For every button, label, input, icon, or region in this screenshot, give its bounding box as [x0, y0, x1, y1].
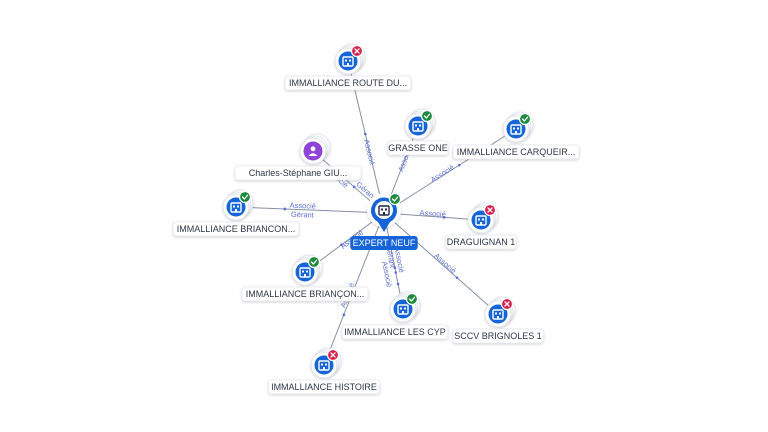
edge-arrow-icon [352, 185, 356, 189]
node-route-du[interactable]: IMMALLIANCE ROUTE DU... [284, 43, 412, 91]
node-label-box [387, 140, 449, 156]
node-label: IMMALLIANCE HISTOIRE [271, 382, 377, 392]
edge-arrow-icon [442, 216, 446, 219]
node-label: Charles-Stéphane GIU... [249, 168, 348, 178]
edge-arrow-icon [340, 243, 343, 247]
node-label-box [268, 379, 380, 395]
node-charles[interactable]: Charles-Stéphane GIU... [234, 133, 362, 181]
center-node[interactable]: EXPERT NEUF [350, 192, 418, 250]
edge-arrow-icon [283, 207, 287, 211]
node-briancon-1[interactable]: IMMALLIANCE BRIANCON... [172, 189, 300, 237]
check-badge-icon [307, 255, 321, 269]
edge-label: Associé [429, 163, 456, 185]
node-label: IMMALLIANCE BRIANÇON... [246, 289, 365, 299]
building-icon [230, 202, 242, 213]
check-badge-icon [518, 112, 532, 126]
building-icon [412, 121, 424, 132]
center-label: EXPERT NEUF [353, 238, 416, 248]
edge-label: Associé [362, 138, 377, 166]
node-label: SCCV BRIGNOLES 1 [454, 331, 542, 341]
node-draguignan[interactable]: DRAGUIGNAN 1 [445, 202, 517, 250]
check-badge-icon [420, 109, 434, 123]
check-badge-icon [238, 190, 252, 204]
building-icon [299, 267, 311, 278]
edge-arrow-icon [455, 276, 459, 279]
check-badge-icon [388, 192, 402, 206]
check-badge-icon [405, 292, 419, 306]
building-icon [510, 124, 522, 135]
node-label-box [284, 75, 412, 91]
building-icon [492, 309, 504, 320]
building-icon [397, 304, 409, 315]
edge-line [383, 212, 499, 315]
center-label-box [350, 236, 418, 250]
node-les-cyp[interactable]: IMMALLIANCE LES CYP [341, 291, 449, 340]
edge-arrow-icon [457, 163, 461, 167]
edge-arrow-icon [394, 271, 398, 274]
node-label: DRAGUIGNAN 1 [447, 237, 516, 247]
cross-badge-icon [483, 203, 497, 217]
edge-label: Associé [432, 251, 458, 275]
node-label-box [172, 221, 300, 237]
building-icon [342, 56, 354, 67]
node-briancon-2[interactable]: IMMALLIANCE BRIANÇON... [241, 254, 369, 302]
edge-label: Gérant [291, 210, 315, 220]
node-sccv-brignoles[interactable]: SCCV BRIGNOLES 1 [452, 296, 544, 344]
building-icon [475, 215, 487, 226]
edge-line [383, 128, 517, 214]
edge-arrow-icon [363, 132, 367, 136]
person-icon [308, 146, 318, 156]
edge-label: Associé [289, 201, 316, 211]
node-carqueir[interactable]: IMMALLIANCE CARQUEIR... [452, 111, 580, 160]
node-label-box [234, 165, 362, 181]
node-label: IMMALLIANCE ROUTE DU... [289, 78, 407, 88]
node-label-box [452, 144, 580, 160]
edge-arrow-icon [342, 313, 346, 317]
edge-line [383, 212, 404, 310]
node-label-box [452, 328, 544, 344]
nodes-layer: IMMALLIANCE ROUTE DU... GRASSE ONE IMMALLI… [172, 43, 580, 395]
cross-badge-icon [500, 297, 514, 311]
node-histoire[interactable]: IMMALLIANCE HISTOIRE [268, 347, 380, 395]
edge-arrow-icon [393, 266, 397, 270]
node-grasse-one[interactable]: GRASSE ONE [387, 108, 449, 156]
node-label-box [445, 234, 517, 250]
building-icon [378, 205, 390, 216]
edge-label: Associé [419, 208, 446, 219]
cross-badge-icon [350, 44, 364, 58]
building-icon [318, 360, 330, 371]
node-label: IMMALLIANCE BRIANCON... [177, 224, 296, 234]
node-label: GRASSE ONE [388, 143, 448, 153]
node-label: IMMALLIANCE LES CYP [344, 327, 446, 337]
node-label-box [341, 324, 449, 340]
node-label: IMMALLIANCE CARQUEIR... [457, 147, 576, 157]
cross-badge-icon [326, 348, 340, 362]
node-label-box [241, 286, 369, 302]
edge-arrow-icon [396, 282, 400, 286]
edge-line [235, 206, 385, 214]
